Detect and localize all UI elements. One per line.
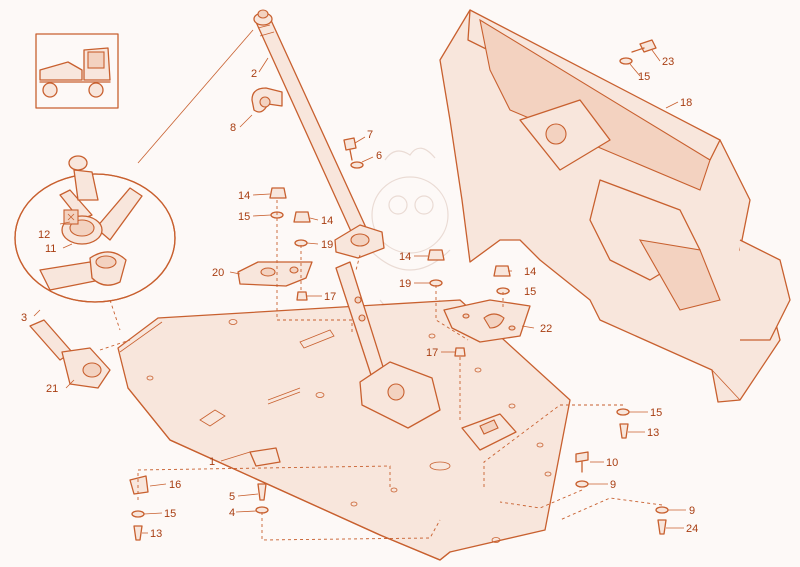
leader-thumbnail: [137, 29, 254, 164]
callout-9a: 9: [610, 479, 616, 491]
callout-labels: 1 2 3 4 5 6 7 8 9 9 10 11 12 13 13 14 14…: [21, 56, 698, 540]
callout-20: 20: [212, 267, 224, 279]
mount-plate-22: [443, 299, 531, 343]
vehicle-thumbnail: [35, 33, 119, 109]
leader-lines: [33, 49, 686, 534]
steering-wheel: [14, 155, 176, 303]
callout-1: 1: [209, 456, 215, 468]
callout-21: 21: [46, 383, 58, 395]
callout-3: 3: [21, 312, 27, 324]
callout-15d: 15: [650, 407, 662, 419]
callout-14a: 14: [238, 190, 250, 202]
mount-plate-20: [237, 261, 313, 287]
hardware-bottom: [129, 475, 269, 541]
callout-14d: 14: [524, 266, 536, 278]
callout-10: 10: [606, 457, 618, 469]
callout-17b: 17: [426, 347, 438, 359]
screw-23: [619, 39, 657, 65]
callout-23: 23: [662, 56, 674, 68]
callout-15a: 15: [238, 211, 250, 223]
callout-14b: 14: [321, 215, 333, 227]
callout-15c: 15: [638, 71, 650, 83]
callout-13a: 13: [647, 427, 659, 439]
callout-14c: 14: [399, 251, 411, 263]
callout-11: 11: [45, 243, 56, 255]
callout-22: 22: [540, 323, 552, 335]
callout-15e: 15: [164, 508, 176, 520]
callout-8: 8: [230, 122, 236, 134]
callout-19b: 19: [399, 278, 411, 290]
callout-18: 18: [680, 97, 692, 109]
callout-2: 2: [251, 68, 257, 80]
callout-4: 4: [229, 507, 235, 519]
callout-5: 5: [229, 491, 235, 503]
callout-6: 6: [376, 150, 382, 162]
callout-24: 24: [686, 523, 698, 535]
callout-19a: 19: [321, 239, 333, 251]
dashboard-housing: [439, 9, 791, 403]
control-lever: [29, 319, 111, 389]
callout-9b: 9: [689, 505, 695, 517]
screw-7: [343, 137, 364, 169]
pedal-bracket: [335, 261, 441, 429]
assembly-lines: [99, 200, 663, 541]
plate-bracket: [461, 413, 517, 451]
callout-13b: 13: [150, 528, 162, 540]
callout-15b: 15: [524, 286, 536, 298]
callout-16: 16: [169, 479, 181, 491]
callout-7: 7: [367, 129, 373, 141]
callout-12: 12: [38, 229, 50, 241]
steering-column: [253, 9, 385, 259]
clamp-bracket: [251, 87, 283, 113]
callout-17a: 17: [324, 291, 336, 303]
hardware-center: [427, 249, 511, 357]
hardware-right: [575, 408, 669, 535]
